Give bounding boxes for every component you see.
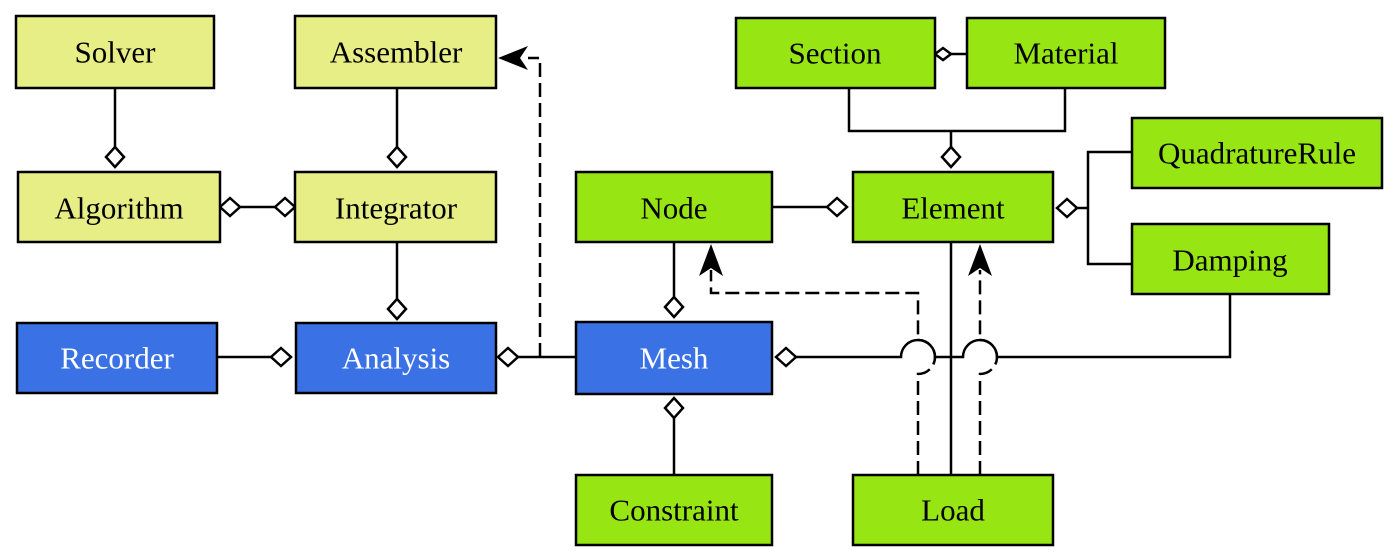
- box-label: Solver: [75, 35, 157, 70]
- class-box-constraint[interactable]: Constraint: [574, 473, 774, 547]
- aggregation-diamond: [104, 145, 126, 169]
- class-box-section[interactable]: Section: [734, 16, 937, 90]
- box-bg: [16, 170, 222, 244]
- aggregation-diamond: [496, 346, 520, 368]
- box-bg: [293, 14, 498, 90]
- class-box-damping[interactable]: Damping: [1130, 222, 1331, 296]
- box-bg: [1130, 222, 1331, 296]
- aggregation-diamond: [218, 196, 242, 218]
- node-boxes: Solver Assembler Algorithm Integrator Re…: [14, 14, 1384, 547]
- class-box-element[interactable]: Element: [851, 170, 1055, 244]
- class-box-load[interactable]: Load: [851, 473, 1055, 547]
- edge-damping-mesh: [796, 294, 1232, 359]
- box-label: Material: [1013, 36, 1118, 71]
- box-label: Node: [640, 191, 707, 226]
- box-label: Element: [901, 191, 1005, 226]
- box-label: Analysis: [342, 341, 451, 376]
- class-box-integrator[interactable]: Integrator: [293, 170, 498, 244]
- aggregation-diamond: [273, 196, 297, 218]
- class-box-analysis[interactable]: Analysis: [294, 321, 498, 395]
- box-label: QuadratureRule: [1158, 136, 1356, 171]
- class-box-quadrature-rule[interactable]: QuadratureRule: [1130, 116, 1384, 190]
- box-bg: [294, 321, 498, 395]
- aggregation-diamond: [932, 46, 954, 62]
- aggregation-diamond: [269, 346, 293, 368]
- edge-load-node-dependency: [709, 270, 937, 475]
- aggregation-diamond: [1055, 197, 1079, 219]
- box-bg: [851, 473, 1055, 547]
- aggregation-diamond: [663, 295, 685, 319]
- box-label: Load: [921, 493, 985, 528]
- markers: [104, 46, 1079, 420]
- box-bg: [574, 170, 774, 244]
- box-label: Assembler: [330, 35, 463, 70]
- aggregation-diamond: [825, 196, 849, 218]
- aggregation-diamond: [663, 396, 685, 420]
- edge-section-material-element: [847, 88, 1067, 147]
- box-bg: [965, 16, 1167, 90]
- class-box-assembler[interactable]: Assembler: [293, 14, 498, 90]
- box-label: Mesh: [640, 341, 709, 376]
- box-bg: [574, 473, 774, 547]
- class-box-recorder[interactable]: Recorder: [15, 321, 219, 395]
- box-bg: [1130, 116, 1384, 190]
- box-label: Algorithm: [54, 191, 183, 226]
- box-bg: [15, 321, 219, 395]
- box-label: Section: [789, 36, 882, 71]
- box-bg: [14, 14, 216, 90]
- box-label: Damping: [1172, 243, 1287, 278]
- edge-quadrature-element: [1077, 150, 1132, 266]
- aggregation-diamond: [940, 145, 962, 169]
- arrowhead-icon: [498, 46, 528, 70]
- edges: [113, 52, 1232, 475]
- box-label: Integrator: [335, 191, 458, 226]
- aggregation-diamond: [774, 346, 798, 368]
- class-box-material[interactable]: Material: [965, 16, 1167, 90]
- box-label: Constraint: [609, 493, 739, 528]
- box-label: Recorder: [60, 341, 174, 376]
- aggregation-diamond: [386, 297, 408, 321]
- box-bg: [574, 320, 774, 396]
- arrowhead-icon: [699, 244, 723, 276]
- class-box-node[interactable]: Node: [574, 170, 774, 244]
- arrowhead-icon: [968, 244, 992, 276]
- aggregation-diamond: [386, 145, 408, 169]
- class-box-solver[interactable]: Solver: [14, 14, 216, 90]
- box-bg: [851, 170, 1055, 244]
- box-bg: [734, 16, 937, 90]
- edge-load-element-dependency: [978, 270, 999, 475]
- class-box-algorithm[interactable]: Algorithm: [16, 170, 222, 244]
- class-box-mesh[interactable]: Mesh: [574, 320, 774, 396]
- box-bg: [293, 170, 498, 244]
- edge-analysis-assembler-dependency: [528, 56, 542, 357]
